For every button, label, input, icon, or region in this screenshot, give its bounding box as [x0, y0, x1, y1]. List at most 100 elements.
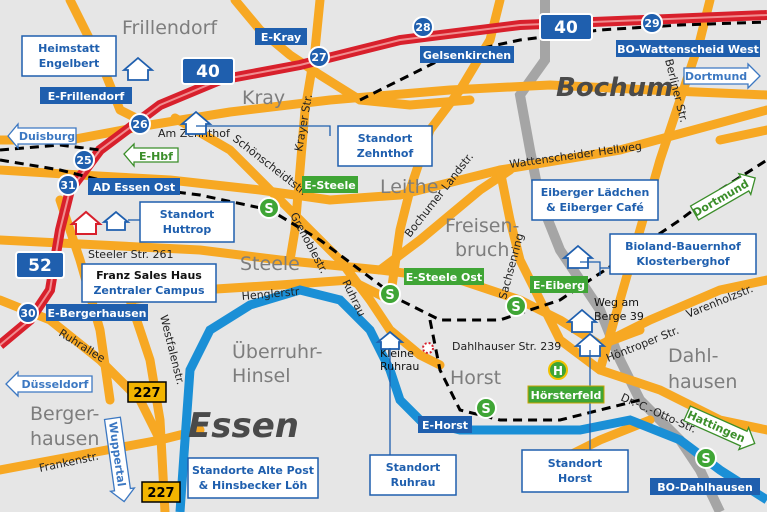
info-box-bioland-line2: Klosterberghof	[636, 255, 730, 268]
road-sign-b227-left-text: 227	[133, 386, 160, 401]
road-sign-b227-left: 227	[127, 381, 167, 403]
info-box-bioland[interactable]: Bioland-Bauernhof Klosterberghof	[609, 233, 757, 275]
label-e-frillendorf-text: E-Frillendorf	[48, 90, 125, 103]
info-box-alte-post-line2: & Hinsbecker Löh	[199, 479, 308, 492]
junction-marker-31: 31	[57, 174, 79, 196]
label-kleine-ruhrau: Ruhrau	[380, 360, 419, 373]
house-icons	[101, 56, 607, 357]
s-bahn-icon-steele-ost-letter: S	[385, 288, 394, 303]
junction-marker-31-text: 31	[60, 179, 75, 192]
district-frillendorf: Frillendorf	[122, 17, 218, 39]
junction-marker-28: 28	[412, 16, 434, 38]
street-westfalenstr: Westfalenstr.	[157, 314, 187, 387]
station-label-e-steele-ost-text: E-Steele Ost	[406, 271, 482, 284]
info-box-franz-sales-line1: Franz Sales Haus	[96, 269, 202, 282]
info-box-ruhrau-line2: Ruhrau	[391, 476, 436, 489]
road-sign-b227-bottom-text: 227	[147, 486, 174, 501]
junction-marker-27-text: 27	[311, 51, 326, 64]
road-sign-b227-bottom: 227	[141, 481, 181, 503]
station-label-e-eiberg: E-Eiberg	[530, 276, 588, 293]
station-label-e-steele: E-Steele	[302, 176, 358, 193]
autobahn-sign-a52-text: 52	[28, 256, 52, 276]
house-icon-eiberger	[561, 244, 595, 269]
info-box-eiberger-line2: & Eiberger Café	[546, 201, 644, 214]
label-e-bergerhausen-text: E-Bergerhausen	[47, 307, 146, 320]
info-box-alte-post[interactable]: Standorte Alte Post & Hinsbecker Löh	[187, 457, 319, 499]
district-horst: Horst	[450, 367, 501, 389]
arrow-e-hbf-text: E-Hbf	[139, 150, 173, 163]
label-berge: Berge 39	[594, 310, 644, 323]
house-icon-heimstatt	[121, 56, 155, 81]
label-ad-essen-ost-text: AD Essen Ost	[93, 181, 175, 194]
label-bo-wattenscheid: BO-Wattenscheid West	[616, 40, 760, 57]
info-box-horst[interactable]: Standort Horst	[521, 449, 629, 493]
city-bochum: Bochum	[556, 73, 673, 103]
house-icon-franz-sales	[69, 210, 103, 235]
station-label-e-steele-text: E-Steele	[304, 179, 355, 192]
district-dahlhausen: hausen	[668, 371, 737, 393]
junction-marker-27: 27	[308, 46, 330, 68]
info-box-zehnthof[interactable]: Standort Zehnthof	[337, 125, 433, 167]
arrow-duisburg: Duisburg	[7, 122, 77, 150]
junction-marker-30-text: 30	[20, 307, 36, 320]
s-bahn-icon-eiberg: S	[505, 295, 527, 317]
s-bahn-icon-horst-letter: S	[481, 402, 490, 417]
junction-marker-26-text: 26	[132, 118, 148, 131]
district-leithe: Leithe	[380, 176, 438, 198]
info-box-huttrop-line1: Standort	[160, 208, 215, 221]
district-hinsel: Hinsel	[232, 365, 290, 387]
district-bruch: bruch	[455, 239, 509, 261]
house-icon-weg-am-berge	[565, 308, 599, 333]
info-box-eiberger-line1: Eiberger Lädchen	[541, 186, 650, 199]
info-box-horst-line1: Standort	[548, 457, 603, 470]
autobahn-sign-a52: 52	[15, 251, 65, 279]
s-bahn-icon-steele-ost: S	[379, 283, 401, 305]
s-bahn-icon-dahlhausen: S	[695, 447, 717, 469]
arrow-dortmund-top-text: Dortmund	[685, 70, 747, 83]
s-bahn-icon-eiberg-letter: S	[511, 300, 520, 315]
label-e-horst: E-Horst	[418, 416, 472, 433]
label-e-bergerhausen: E-Bergerhausen	[46, 304, 148, 321]
district-dahl: Dahl-	[668, 345, 718, 367]
district-ueberruhr: Überruhr-	[232, 340, 322, 363]
house-icon-ruhrau	[375, 330, 405, 350]
autobahn-sign-a40-left: 40	[181, 57, 235, 85]
label-e-horst-text: E-Horst	[422, 419, 468, 432]
label-kleine: Kleine	[380, 347, 414, 360]
station-label-e-eiberg-text: E-Eiberg	[533, 279, 585, 292]
info-box-eiberger[interactable]: Eiberger Lädchen & Eiberger Café	[531, 179, 659, 221]
label-e-kray-text: E-Kray	[261, 31, 301, 44]
label-e-frillendorf: E-Frillendorf	[40, 87, 132, 104]
district-steele: Steele	[240, 253, 300, 275]
district-berger: Berger-	[30, 403, 99, 425]
arrow-dusseldorf: Düsseldorf	[5, 370, 93, 398]
info-box-huttrop[interactable]: Standort Huttrop	[139, 201, 235, 243]
junction-marker-25-text: 25	[76, 154, 91, 167]
s-bahn-icon-steele-letter: S	[264, 202, 273, 217]
station-label-horsterfeld-text: Hörsterfeld	[531, 389, 602, 402]
label-bo-dahlhausen-text: BO-Dahlhausen	[657, 481, 753, 494]
arrow-e-hbf: E-Hbf	[123, 142, 179, 168]
junction-marker-25: 25	[73, 149, 95, 171]
info-box-ruhrau[interactable]: Standort Ruhrau	[369, 454, 457, 496]
station-label-horsterfeld: Hörsterfeld	[527, 385, 605, 404]
s-bahn-icon-steele: S	[258, 197, 280, 219]
label-ad-essen-ost: AD Essen Ost	[88, 178, 180, 195]
arrow-dortmund-right-text: Dortmund	[691, 177, 752, 219]
house-icon-zehnthof	[179, 110, 213, 135]
info-box-huttrop-line2: Huttrop	[163, 223, 212, 236]
arrow-dusseldorf-text: Düsseldorf	[22, 378, 89, 391]
station-label-e-steele-ost: E-Steele Ost	[404, 268, 484, 285]
arrow-dortmund-right: Dortmund	[689, 172, 756, 221]
info-box-franz-sales[interactable]: Franz Sales Haus Zentraler Campus	[81, 263, 217, 303]
label-bo-dahlhausen: BO-Dahlhausen	[650, 478, 760, 495]
label-weg-am: Weg am	[594, 296, 639, 309]
label-gelsenkirchen: Gelsenkirchen	[420, 46, 514, 63]
info-box-bioland-line1: Bioland-Bauernhof	[625, 240, 741, 253]
info-box-heimstatt[interactable]: Heimstatt Engelbert	[21, 35, 117, 77]
label-e-kray: E-Kray	[255, 28, 307, 45]
s-bahn-icon-horst: S	[475, 397, 497, 419]
street-henglerstr: Henglerstr	[241, 285, 300, 303]
